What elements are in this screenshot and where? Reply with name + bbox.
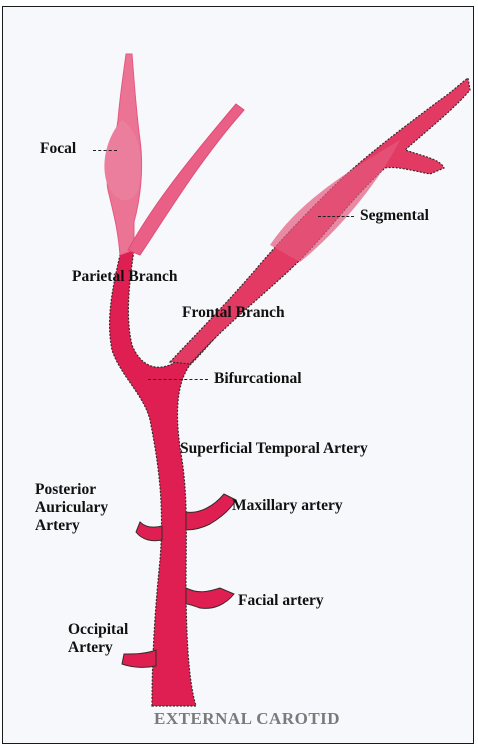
label-occipital-line2: Artery	[68, 639, 128, 657]
leader-segmental	[318, 216, 354, 217]
maxillary-branch	[186, 494, 236, 530]
label-focal: Focal	[40, 140, 76, 158]
label-posterior-line3: Artery	[35, 517, 108, 535]
label-facial-artery: Facial artery	[238, 592, 324, 610]
label-maxillary-artery: Maxillary artery	[232, 497, 343, 515]
label-superficial-temporal-artery: Superficial Temporal Artery	[180, 440, 368, 458]
label-bifurcational: Bifurcational	[214, 370, 302, 388]
label-posterior-auricular-artery: Posterior Auriculary Artery	[35, 481, 108, 535]
posterior-auricular-branch	[136, 522, 162, 541]
facial-branch	[186, 588, 234, 608]
label-external-carotid: EXTERNAL CAROTID	[154, 709, 340, 729]
leader-focal	[93, 150, 117, 151]
label-segmental: Segmental	[360, 207, 429, 225]
label-occipital-line1: Occipital	[68, 621, 128, 639]
segmental-swelling	[270, 140, 400, 262]
label-posterior-line2: Auriculary	[35, 499, 108, 517]
label-parietal-branch: Parietal Branch	[72, 268, 177, 286]
parietal-side-branch	[128, 104, 244, 255]
label-frontal-branch: Frontal Branch	[182, 304, 285, 322]
leader-bifurcational	[148, 379, 208, 380]
label-posterior-line1: Posterior	[35, 481, 108, 499]
label-occipital-artery: Occipital Artery	[68, 621, 128, 657]
